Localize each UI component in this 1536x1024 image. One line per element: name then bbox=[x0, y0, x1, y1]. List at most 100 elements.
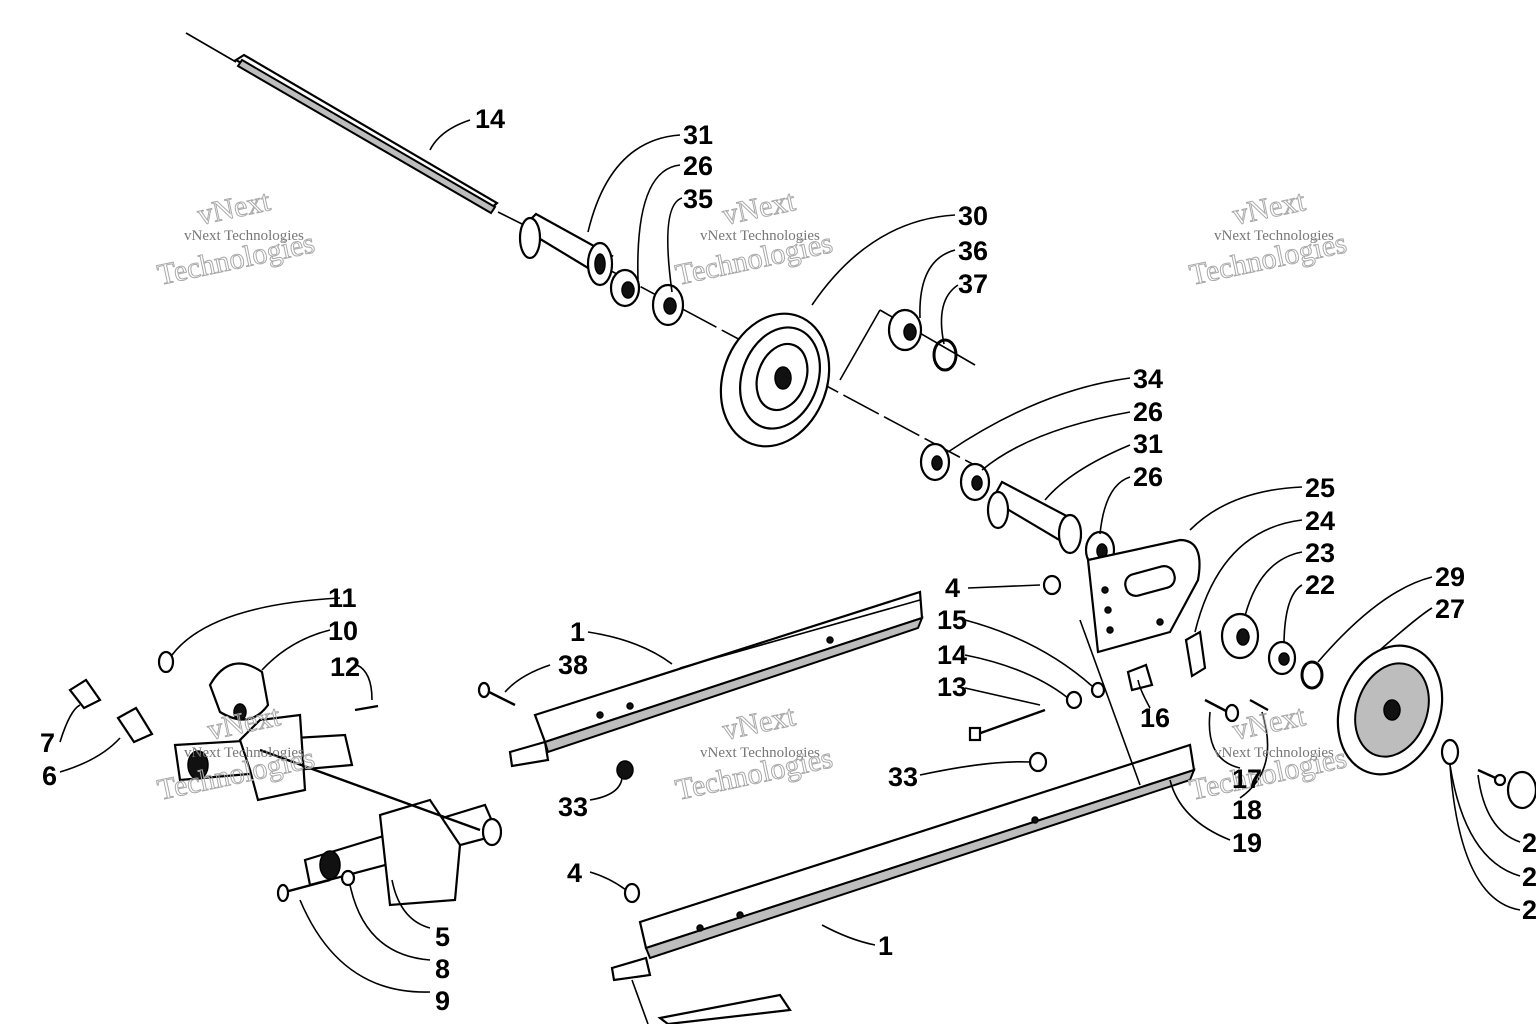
spacer-16 bbox=[1126, 663, 1154, 692]
bearing-35 bbox=[651, 283, 685, 327]
callout-37: 37 bbox=[958, 269, 988, 299]
watermark-3: vNext vNext Technologies Technologies bbox=[1186, 184, 1350, 293]
callout-1-lower: 1 bbox=[878, 931, 893, 961]
svg-text:vNext: vNext bbox=[1230, 699, 1309, 747]
callout-2-b: 2 bbox=[1522, 862, 1536, 892]
callout-27: 27 bbox=[1435, 594, 1465, 624]
watermark-1: vNext vNext Technologies Technologies bbox=[154, 184, 318, 293]
callout-2-a: 2 bbox=[1522, 828, 1536, 858]
cap-2c bbox=[1506, 770, 1536, 810]
svg-text:vNext Technologies: vNext Technologies bbox=[700, 228, 820, 244]
callout-14: 14 bbox=[937, 640, 967, 670]
axle-plate-25 bbox=[1086, 538, 1201, 654]
callout-22: 22 bbox=[1305, 570, 1335, 600]
bolt-2b bbox=[1477, 768, 1507, 787]
callout-34: 34 bbox=[1133, 364, 1163, 394]
pivot-10 bbox=[208, 662, 270, 721]
bearing-26-middle bbox=[959, 462, 991, 502]
callout-13: 13 bbox=[937, 672, 967, 702]
nut-33-left bbox=[616, 760, 634, 780]
callout-6: 6 bbox=[42, 761, 57, 791]
bearing-34 bbox=[919, 442, 951, 482]
callout-25: 25 bbox=[1305, 473, 1335, 503]
bolt-13 bbox=[968, 708, 1046, 742]
wheel-27 bbox=[1336, 644, 1444, 776]
bearing-36 bbox=[887, 308, 923, 352]
leader-lines bbox=[59, 119, 1521, 993]
callout-16: 16 bbox=[1140, 703, 1170, 733]
watermark-5: vNext vNext Technologies Technologies bbox=[672, 699, 836, 808]
callout-19: 19 bbox=[1232, 828, 1262, 858]
callout-8: 8 bbox=[435, 954, 450, 984]
callout-29: 29 bbox=[1435, 562, 1465, 592]
washer-15 bbox=[1090, 681, 1106, 699]
spacer-tube-31-bottom bbox=[986, 480, 1083, 555]
callout-12: 12 bbox=[330, 652, 360, 682]
front-arm-5 bbox=[173, 713, 503, 907]
callout-33-right: 33 bbox=[888, 762, 918, 792]
slide-rail-1-upper bbox=[508, 590, 924, 768]
callout-36: 36 bbox=[958, 236, 988, 266]
callout-32: 14 bbox=[475, 104, 505, 134]
svg-text:vNext: vNext bbox=[720, 699, 799, 747]
callout-33-left: 33 bbox=[558, 792, 588, 822]
callout-15: 15 bbox=[937, 605, 967, 635]
washer-14 bbox=[1065, 690, 1083, 710]
callout-4-bottom: 4 bbox=[567, 858, 582, 888]
callout-17: 17 bbox=[1232, 764, 1262, 794]
nut-33-right bbox=[1028, 751, 1048, 773]
spacer-tube-31-top bbox=[518, 212, 614, 287]
bolt-18 bbox=[1249, 698, 1269, 712]
callout-5: 5 bbox=[435, 922, 450, 952]
bearing-23 bbox=[1220, 612, 1260, 660]
bushing-6 bbox=[116, 706, 154, 744]
callout-31-bottom: 31 bbox=[1133, 429, 1163, 459]
callout-1-upper: 1 bbox=[570, 617, 585, 647]
callout-35: 35 bbox=[683, 184, 713, 214]
svg-text:vNext Technologies: vNext Technologies bbox=[184, 745, 304, 761]
callout-10: 10 bbox=[328, 616, 358, 646]
svg-text:vNext Technologies: vNext Technologies bbox=[184, 228, 304, 244]
bolt-9 bbox=[276, 878, 331, 903]
callout-11: 11 bbox=[328, 583, 357, 613]
callout-labels: 14 31 26 35 30 36 37 34 26 31 26 25 24 2… bbox=[40, 104, 1536, 1016]
bearing-22 bbox=[1267, 640, 1297, 676]
callout-38: 38 bbox=[558, 650, 588, 680]
callout-2-c: 2 bbox=[1522, 895, 1536, 925]
snap-ring-37 bbox=[932, 338, 958, 372]
callout-26-mid: 26 bbox=[1133, 397, 1163, 427]
svg-text:vNext Technologies: vNext Technologies bbox=[1214, 228, 1334, 244]
callout-4-top: 4 bbox=[945, 573, 960, 603]
callout-7: 7 bbox=[40, 728, 55, 758]
axle-shaft-32 bbox=[185, 32, 523, 225]
rail-fragment-bottom bbox=[631, 979, 792, 1024]
bolt-17 bbox=[1204, 698, 1240, 723]
washer-2a bbox=[1440, 738, 1460, 766]
nut-8 bbox=[340, 869, 356, 887]
watermark-6: vNext vNext Technologies Technologies bbox=[1186, 699, 1350, 808]
callout-18: 18 bbox=[1232, 795, 1262, 825]
callout-30: 30 bbox=[958, 201, 988, 231]
callout-31-top: 31 bbox=[683, 120, 713, 150]
bearing-26-top bbox=[609, 268, 641, 308]
idler-wheel-30 bbox=[719, 312, 831, 448]
nut-4-top bbox=[1042, 574, 1062, 596]
svg-text:vNext Technologies: vNext Technologies bbox=[700, 745, 820, 761]
bushing-7 bbox=[68, 678, 102, 710]
bracket-24 bbox=[1184, 630, 1207, 678]
bolt-38 bbox=[477, 681, 516, 707]
slide-rail-1-lower bbox=[610, 619, 1196, 982]
svg-text:vNext: vNext bbox=[1230, 184, 1309, 232]
callout-9: 9 bbox=[435, 986, 450, 1016]
pin-12 bbox=[354, 704, 379, 712]
nut-4-bottom bbox=[623, 882, 641, 904]
washer-29 bbox=[1300, 660, 1324, 690]
svg-text:vNext Technologies: vNext Technologies bbox=[1214, 745, 1334, 761]
callout-26-top: 26 bbox=[683, 151, 713, 181]
callout-24: 24 bbox=[1305, 506, 1335, 536]
washer-11 bbox=[157, 650, 175, 674]
callout-26-bottom: 26 bbox=[1133, 462, 1163, 492]
callout-23: 23 bbox=[1305, 538, 1335, 568]
svg-text:vNext: vNext bbox=[720, 184, 799, 232]
